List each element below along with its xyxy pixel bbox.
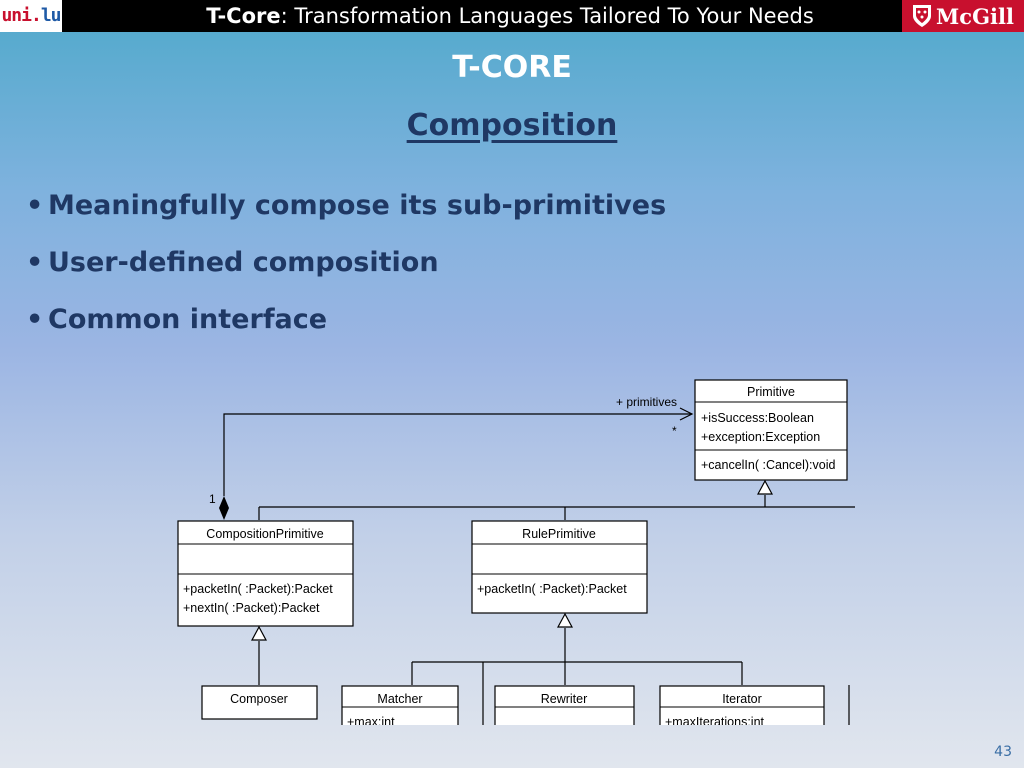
class-name: Composer	[230, 692, 288, 706]
class-box-iterator: Iterator +maxIterations:int	[659, 685, 825, 725]
bullet-dot-icon: •	[26, 247, 44, 278]
page-number: 43	[994, 744, 1012, 760]
composition-association-line	[223, 413, 692, 496]
header-title: T-Core: Transformation Languages Tailore…	[70, 0, 950, 32]
multiplicity-one-label: 1	[209, 492, 216, 506]
generalization-triangle-icon	[556, 612, 574, 628]
bullet-item: •Meaningfully compose its sub-primitives	[26, 190, 666, 247]
uml-class-diagram: + primitives * 1 Primitive +isSuccess:Bo…	[177, 379, 855, 725]
composition-diamond-icon	[219, 496, 229, 520]
bullet-text: Meaningfully compose its sub-primitives	[48, 190, 667, 221]
diagram-connectors	[223, 407, 855, 725]
bullet-dot-icon: •	[26, 304, 44, 335]
header-title-rest: : Transformation Languages Tailored To Y…	[280, 4, 814, 28]
class-operation: +packetIn( :Packet):Packet	[477, 582, 627, 596]
bullet-text: Common interface	[48, 304, 328, 335]
header-title-bold: T-Core	[206, 4, 281, 28]
class-attribute: +exception:Exception	[701, 430, 820, 444]
multiplicity-many-label: *	[672, 424, 677, 438]
class-box-composer: Composer	[201, 685, 318, 720]
class-box-rewriter: Rewriter	[494, 685, 635, 725]
class-box-composition-primitive: CompositionPrimitive +packetIn( :Packet)…	[177, 520, 354, 627]
class-attribute: +maxIterations:int	[665, 715, 765, 725]
class-name: CompositionPrimitive	[206, 527, 323, 541]
generalization-triangle-icon	[250, 625, 268, 641]
generalization-triangle-icon	[756, 479, 774, 495]
slide-subtitle: Composition	[0, 108, 1024, 143]
class-name: Iterator	[722, 692, 762, 706]
class-operation: +packetIn( :Packet):Packet	[183, 582, 333, 596]
slide-subtitle-text: Composition	[406, 108, 618, 143]
class-box-rule-primitive: RulePrimitive +packetIn( :Packet):Packet	[471, 520, 648, 614]
uni-lu-logo-text-a: uni.	[1, 5, 41, 26]
class-operation: +cancelIn( :Cancel):void	[701, 458, 835, 472]
bullet-dot-icon: •	[26, 190, 44, 221]
class-operation: +nextIn( :Packet):Packet	[183, 601, 320, 615]
class-attribute: +max:int	[347, 715, 395, 725]
bullet-item: •User-defined composition	[26, 247, 666, 304]
class-name: Matcher	[377, 692, 422, 706]
bullet-item: •Common interface	[26, 304, 666, 361]
uni-lu-logo-text-b: lu	[40, 5, 62, 26]
association-role-label: + primitives	[616, 395, 677, 409]
mcgill-logo: McGill	[902, 0, 1024, 32]
class-box-matcher: Matcher +max:int	[341, 685, 459, 725]
class-name: Primitive	[747, 385, 795, 399]
class-name: Rewriter	[541, 692, 588, 706]
slide-title: T-CORE	[452, 50, 572, 85]
navigability-arrow-icon	[679, 407, 694, 421]
bullet-text: User-defined composition	[48, 247, 439, 278]
class-name: RulePrimitive	[522, 527, 596, 541]
mcgill-logo-text: McGill	[936, 3, 1014, 29]
class-box-primitive: Primitive +isSuccess:Boolean +exception:…	[694, 379, 848, 481]
class-attribute: +isSuccess:Boolean	[701, 411, 814, 425]
header-bar: uni.lu T-Core: Transformation Languages …	[0, 0, 1024, 32]
bullet-list: •Meaningfully compose its sub-primitives…	[26, 190, 666, 361]
uni-lu-logo: uni.lu	[0, 0, 62, 32]
mcgill-shield-icon	[913, 5, 932, 27]
